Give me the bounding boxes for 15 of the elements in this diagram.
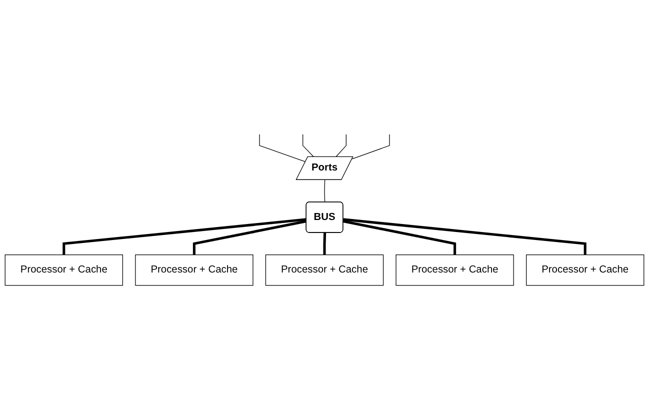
connector	[335, 134, 346, 158]
connector	[352, 134, 390, 160]
node-box: Processor + Cache	[4, 254, 123, 286]
connector	[62, 218, 307, 256]
connector	[342, 220, 456, 256]
connector	[302, 134, 314, 158]
node-box: Processor + Cache	[135, 254, 254, 286]
node-box: Processor + Cache	[265, 254, 384, 286]
connector	[323, 233, 326, 256]
node-box: Processor + Cache	[526, 254, 644, 286]
connector	[259, 134, 306, 162]
connector	[343, 218, 586, 256]
node-box: Processor + Cache	[396, 254, 514, 286]
connector	[324, 180, 326, 203]
connector	[192, 220, 307, 256]
